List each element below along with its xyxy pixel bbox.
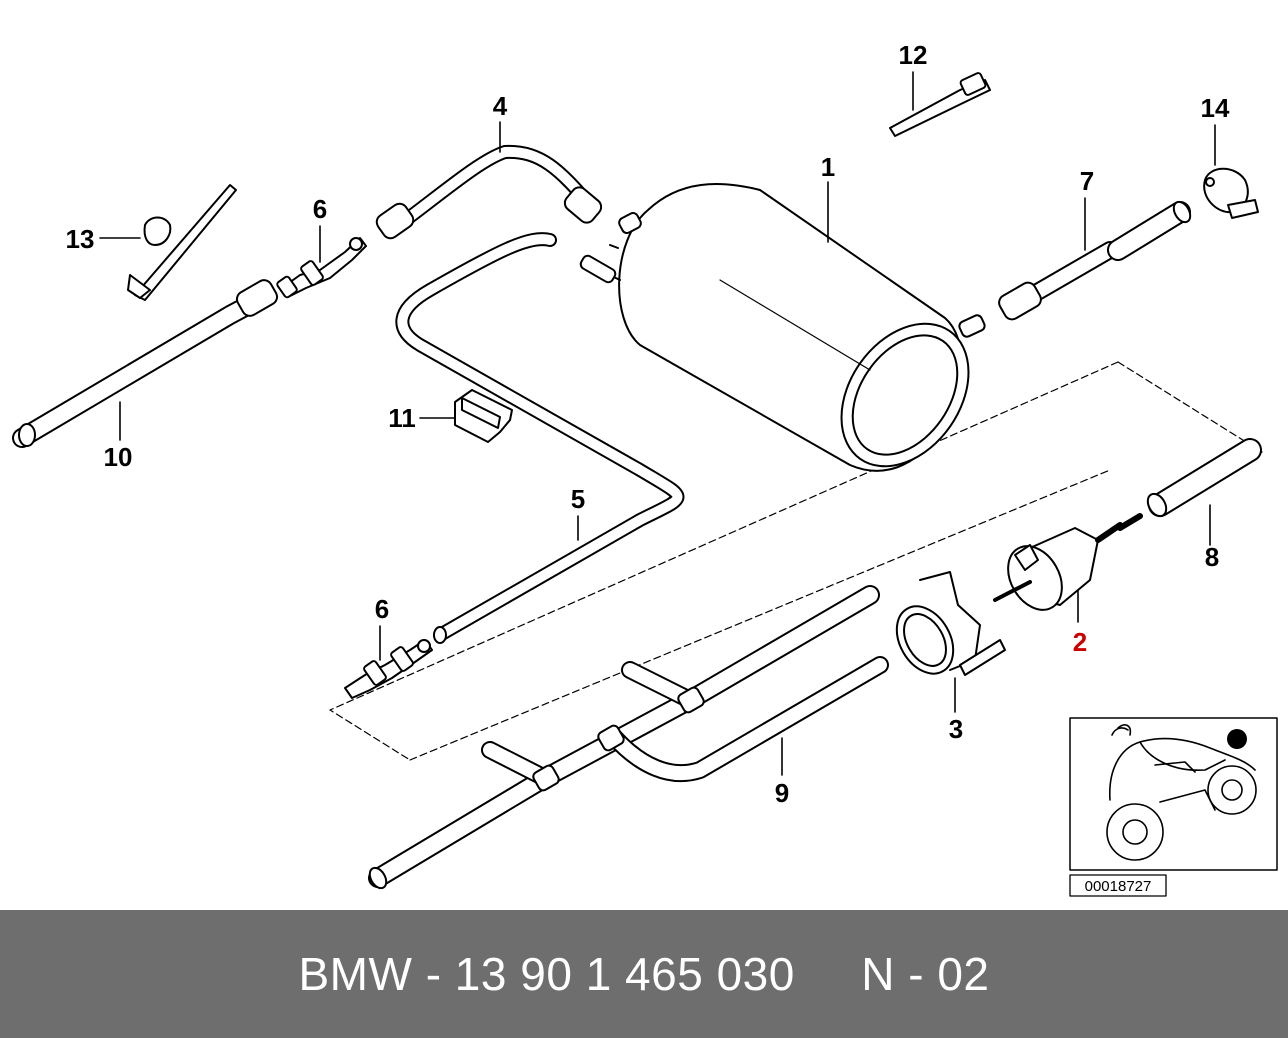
callout-1: 1 <box>821 152 835 182</box>
hose-8 <box>1117 438 1262 531</box>
callout-12: 12 <box>899 40 928 70</box>
clip-11 <box>454 389 513 443</box>
callout-13: 13 <box>66 224 95 254</box>
line-5 <box>395 232 685 644</box>
callout-2: 2 <box>1073 627 1087 657</box>
parts-diagram: 1 2 3 4 5 6 6 7 8 9 10 11 12 13 14 <box>12 40 1278 897</box>
callout-11: 11 <box>388 403 416 433</box>
reference-number: 00018727 <box>1085 878 1152 895</box>
hose-10 <box>12 279 279 448</box>
clamp-14 <box>1203 167 1259 219</box>
valve-2 <box>993 522 1123 611</box>
connector-6-lower <box>344 639 433 699</box>
part-number-caption: BMW - 13 90 1 465 030 N - 02 <box>298 948 990 1000</box>
connector-6-upper <box>276 237 367 299</box>
callout-5: 5 <box>571 484 585 514</box>
footer-bar: BMW - 13 90 1 465 030 N - 02 <box>0 910 1288 1038</box>
motorcycle-icon <box>1106 724 1257 861</box>
callout-4: 4 <box>493 91 508 121</box>
callout-8: 8 <box>1205 542 1219 572</box>
clip-13 <box>127 184 237 301</box>
cable-tie-12 <box>889 72 991 137</box>
canister <box>579 183 986 472</box>
hose-7 <box>998 200 1192 321</box>
callout-6-lower: 6 <box>375 594 389 624</box>
diagram-canvas: 1 2 3 4 5 6 6 7 8 9 10 11 12 13 14 <box>12 40 1278 897</box>
callout-10: 10 <box>104 442 133 472</box>
line-9 <box>368 585 889 890</box>
holder-3 <box>895 571 1006 676</box>
callout-labels: 1 2 3 4 5 6 6 7 8 9 10 11 12 13 14 <box>66 40 1230 808</box>
leader-lines <box>99 71 1216 776</box>
motorcycle-locator-inset <box>1069 717 1278 871</box>
callout-7: 7 <box>1080 166 1094 196</box>
location-marker-icon <box>1227 729 1247 749</box>
callout-9: 9 <box>775 778 789 808</box>
callout-3: 3 <box>949 714 963 744</box>
reference-box: 00018727 <box>1069 874 1167 897</box>
callout-14: 14 <box>1201 93 1230 123</box>
hose-4 <box>375 144 603 240</box>
callout-6-upper: 6 <box>313 194 327 224</box>
